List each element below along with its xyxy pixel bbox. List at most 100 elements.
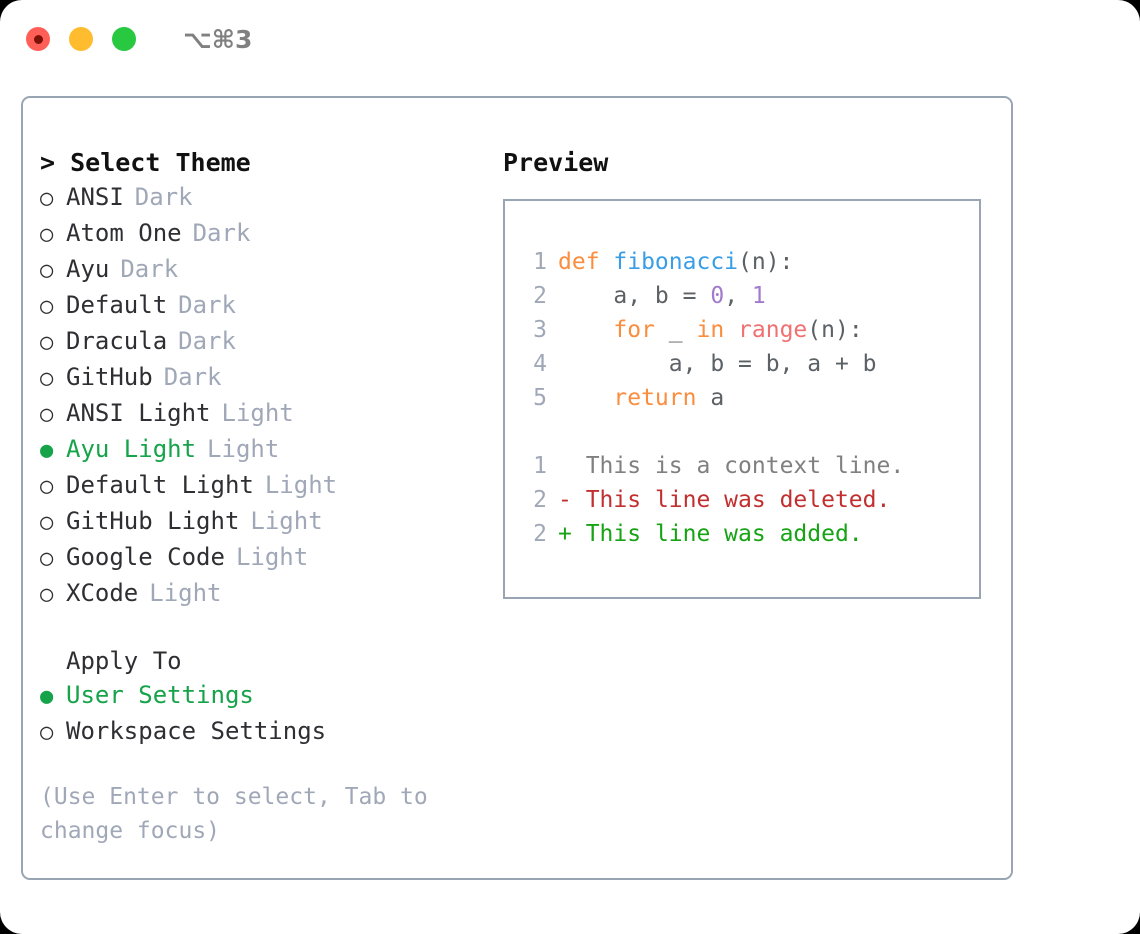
theme-variant-badge: Light [207,435,280,463]
theme-option-label: Default Light [66,471,254,499]
code-token-plain [558,385,613,411]
preview-heading: Preview [503,148,609,177]
theme-option-label: Ayu [66,255,110,283]
minimize-button-icon[interactable] [69,27,93,51]
code-token-fn: fibonacci [613,249,739,275]
radio-unselected-icon: ○ [40,546,54,571]
theme-option-label: XCode [66,579,139,607]
radio-selected-icon: ● [40,684,54,709]
line-number: 5 [533,385,547,411]
theme-option-github-light[interactable]: ○ GitHub Light Light [40,504,493,540]
line-number: 1 [533,453,547,479]
theme-variant-badge: Dark [178,327,236,355]
code-token-call: range [738,317,808,343]
code-token-plain: a, b = [558,283,711,309]
line-number: 2 [533,283,547,309]
diff-sample: 1 This is a context line. 2- This line wa… [523,449,979,551]
code-token-plain: (n): [738,249,794,275]
keyboard-shortcut-label: ⌥⌘3 [183,24,253,54]
theme-option-label: Ayu Light [66,435,197,463]
theme-variant-badge: Dark [134,183,193,211]
line-number: 2 [533,487,547,513]
apply-to-option-label: Workspace Settings [66,717,327,745]
theme-option-google-code[interactable]: ○ Google Code Light [40,540,493,576]
select-theme-heading: > Select Theme [40,148,251,177]
theme-option-label: GitHub Light [66,507,240,535]
line-number: 4 [533,351,547,377]
maximize-button-icon[interactable] [112,27,136,51]
apply-to-option-workspace-settings[interactable]: ○ Workspace Settings [40,714,493,750]
radio-unselected-icon: ○ [40,366,54,391]
code-token-plain [558,317,613,343]
radio-unselected-icon: ○ [40,474,54,499]
theme-variant-badge: Dark [192,219,251,247]
theme-option-atom-one[interactable]: ○ Atom One Dark [40,216,493,252]
theme-option-label: Dracula [66,327,168,355]
theme-option-label: ANSI [66,183,124,211]
code-token-plain: (n): [807,317,863,343]
theme-option-label: Atom One [66,219,182,247]
code-token-kw: for [613,317,655,343]
code-token-plain: , [724,283,752,309]
close-button-icon[interactable] [26,27,50,51]
diff-marker: - [558,487,572,513]
theme-option-dracula[interactable]: ○ Dracula Dark [40,324,493,360]
apply-to-list: ● User Settings ○ Workspace Settings [40,678,493,750]
theme-option-label: GitHub [66,363,153,391]
radio-unselected-icon: ○ [40,402,54,427]
line-number: 3 [533,317,547,343]
diff-text: This line was added. [571,521,863,547]
radio-unselected-icon: ○ [40,186,54,211]
radio-unselected-icon: ○ [40,294,54,319]
diff-line-added: 2+ This line was added. [523,517,979,551]
radio-unselected-icon: ○ [40,222,54,247]
diff-marker [558,453,572,479]
radio-unselected-icon: ○ [40,330,54,355]
theme-option-github[interactable]: ○ GitHub Dark [40,360,493,396]
theme-option-label: Default [66,291,168,319]
code-token-kw: in [696,317,725,343]
theme-option-label: ANSI Light [66,399,211,427]
code-token-num: 1 [751,283,766,309]
code-token-num: 0 [710,283,725,309]
diff-text: This is a context line. [571,453,905,479]
code-token-plain [724,317,738,343]
code-line: 2 a, b = 0, 1 [523,279,979,313]
keyboard-hint-text: (Use Enter to select, Tab to change focu… [40,784,428,844]
theme-variant-badge: Dark [163,363,222,391]
title-bar: ⌥⌘3 [0,0,1140,78]
theme-variant-badge: Light [149,579,222,607]
code-token-plain: a [696,385,725,411]
theme-option-label: Google Code [66,543,225,571]
radio-unselected-icon: ○ [40,258,54,283]
code-token-plain: a, b = b, a + b [558,351,877,377]
radio-unselected-icon: ○ [40,510,54,535]
apply-to-option-label: User Settings [66,681,254,709]
diff-line-deleted: 2- This line was deleted. [523,483,979,517]
code-line: 5 return a [523,381,979,415]
code-line: 3 for _ in range(n): [523,313,979,347]
traffic-light-buttons [26,27,136,51]
diff-text: This line was deleted. [571,487,891,513]
code-token-kw: def [558,249,614,275]
apply-to-option-user-settings[interactable]: ● User Settings [40,678,493,714]
theme-variant-badge: Light [250,507,323,535]
line-number: 2 [533,521,547,547]
radio-unselected-icon: ○ [40,720,54,745]
theme-variant-badge: Light [235,543,309,571]
theme-option-ansi[interactable]: ○ ANSI Dark [40,180,493,216]
